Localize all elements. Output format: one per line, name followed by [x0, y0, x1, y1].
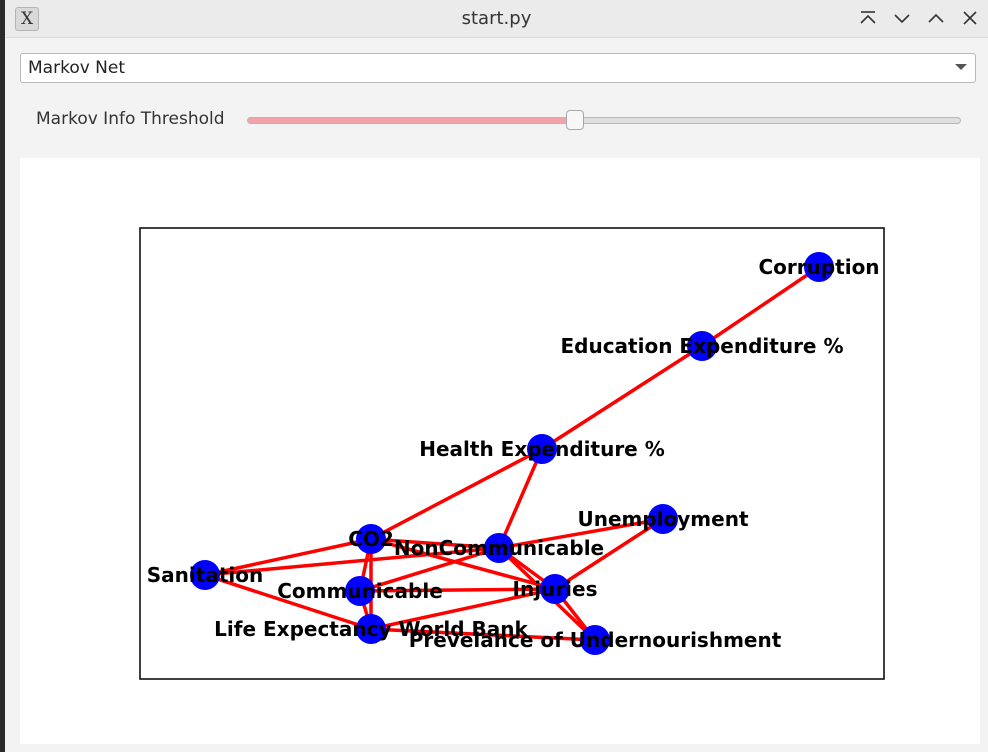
node-label-co2: CO2: [348, 527, 394, 551]
node-undernourish: [580, 625, 610, 655]
node-label-injuries: Injuries: [513, 577, 598, 601]
view-select-dropdown[interactable]: Markov Net: [20, 53, 976, 83]
edge-noncomm-communicable: [359, 546, 500, 593]
node-label-education: Education Expenditure %: [560, 334, 843, 358]
edge-corruption-education: [701, 265, 820, 348]
title-bar: X start.py: [5, 0, 988, 38]
dropdown-arrow-icon: [955, 64, 967, 70]
threshold-slider-handle[interactable]: [566, 110, 585, 130]
slider-fill: [248, 118, 577, 123]
close-button[interactable]: [958, 7, 982, 29]
node-label-health: Health Expenditure %: [419, 437, 665, 461]
chevron-up-icon: [928, 13, 944, 23]
node-noncomm: [484, 533, 514, 563]
edge-sanitation-noncomm: [204, 546, 500, 577]
edge-lifeexp-undernourish: [370, 627, 596, 642]
edge-sanitation-lifeexp: [204, 573, 372, 631]
node-label-noncomm: NonCommunicable: [394, 536, 604, 560]
edge-unemployment-injuries: [554, 517, 664, 591]
window-title: start.py: [461, 8, 532, 29]
node-label-sanitation: Sanitation: [147, 563, 263, 587]
minimize-button[interactable]: [890, 7, 914, 29]
edge-health-co2: [370, 447, 543, 541]
node-label-lifeexp: Life Expectancy World Bank: [214, 617, 528, 641]
edge-unemployment-noncomm: [498, 517, 664, 550]
edge-education-health: [541, 344, 703, 451]
edge-communicable-injuries: [359, 587, 556, 593]
node-sanitation: [190, 560, 220, 590]
maximize-button[interactable]: [924, 7, 948, 29]
close-icon: [963, 11, 977, 25]
node-health: [527, 434, 557, 464]
node-co2: [356, 524, 386, 554]
edge-health-noncomm: [497, 448, 544, 549]
node-communicable: [345, 576, 375, 606]
background-window-edge: [0, 0, 5, 752]
node-education: [687, 331, 717, 361]
nodes-layer: [190, 252, 834, 655]
node-label-undernourish: Prevelance of Undernourishment: [409, 628, 782, 652]
node-injuries: [540, 574, 570, 604]
node-unemployment: [648, 504, 678, 534]
edge-co2-injuries: [370, 537, 556, 591]
node-corruption: [804, 252, 834, 282]
node-label-corruption: Corruption: [758, 255, 879, 279]
dropdown-selected-value: Markov Net: [28, 58, 126, 78]
edge-injuries-lifeexp: [370, 587, 556, 631]
chevron-down-icon: [894, 14, 910, 24]
node-lifeexp: [356, 614, 386, 644]
plot-frame: [139, 227, 885, 680]
app-icon: X: [15, 7, 39, 31]
edge-co2-noncomm: [370, 537, 500, 550]
edge-sanitation-co2: [204, 537, 372, 577]
keep-above-button[interactable]: [856, 7, 880, 29]
keep-above-icon: [860, 11, 876, 24]
node-label-communicable: Communicable: [277, 579, 443, 603]
slider-label: Markov Info Threshold: [36, 109, 225, 129]
threshold-slider-track[interactable]: [247, 117, 961, 124]
node-label-unemployment: Unemployment: [577, 507, 748, 531]
